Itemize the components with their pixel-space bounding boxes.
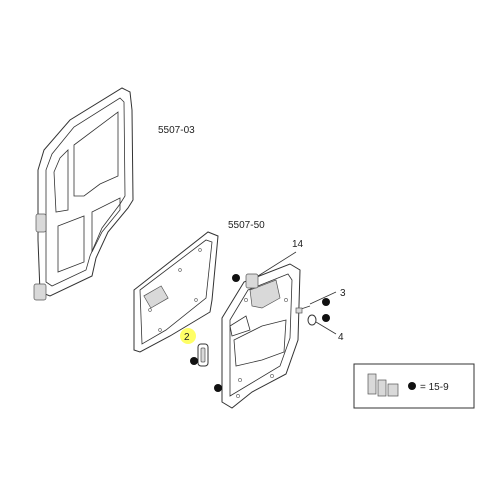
handle-part-14: [232, 251, 297, 289]
panel-ref-label: 5507-50: [228, 220, 265, 231]
inner-trim-panel-icon: [133, 231, 219, 353]
part-4-label: 4: [338, 332, 344, 343]
door-outline-icon: [33, 87, 134, 301]
part-2-label: 2: [184, 332, 190, 343]
handle-bezel-icon: [190, 343, 222, 392]
door-card-panel-icon: [221, 263, 301, 409]
screw-icon: [295, 291, 337, 314]
door-ref-label: 5507-03: [158, 125, 195, 136]
part-2-highlight: [180, 328, 196, 344]
part-3-label: 3: [340, 288, 346, 299]
part-14-label: 14: [292, 239, 304, 250]
washer-icon: [307, 314, 337, 335]
legend-text: = 15-9: [420, 382, 449, 393]
fastener-legend: = 15-9: [353, 363, 475, 409]
